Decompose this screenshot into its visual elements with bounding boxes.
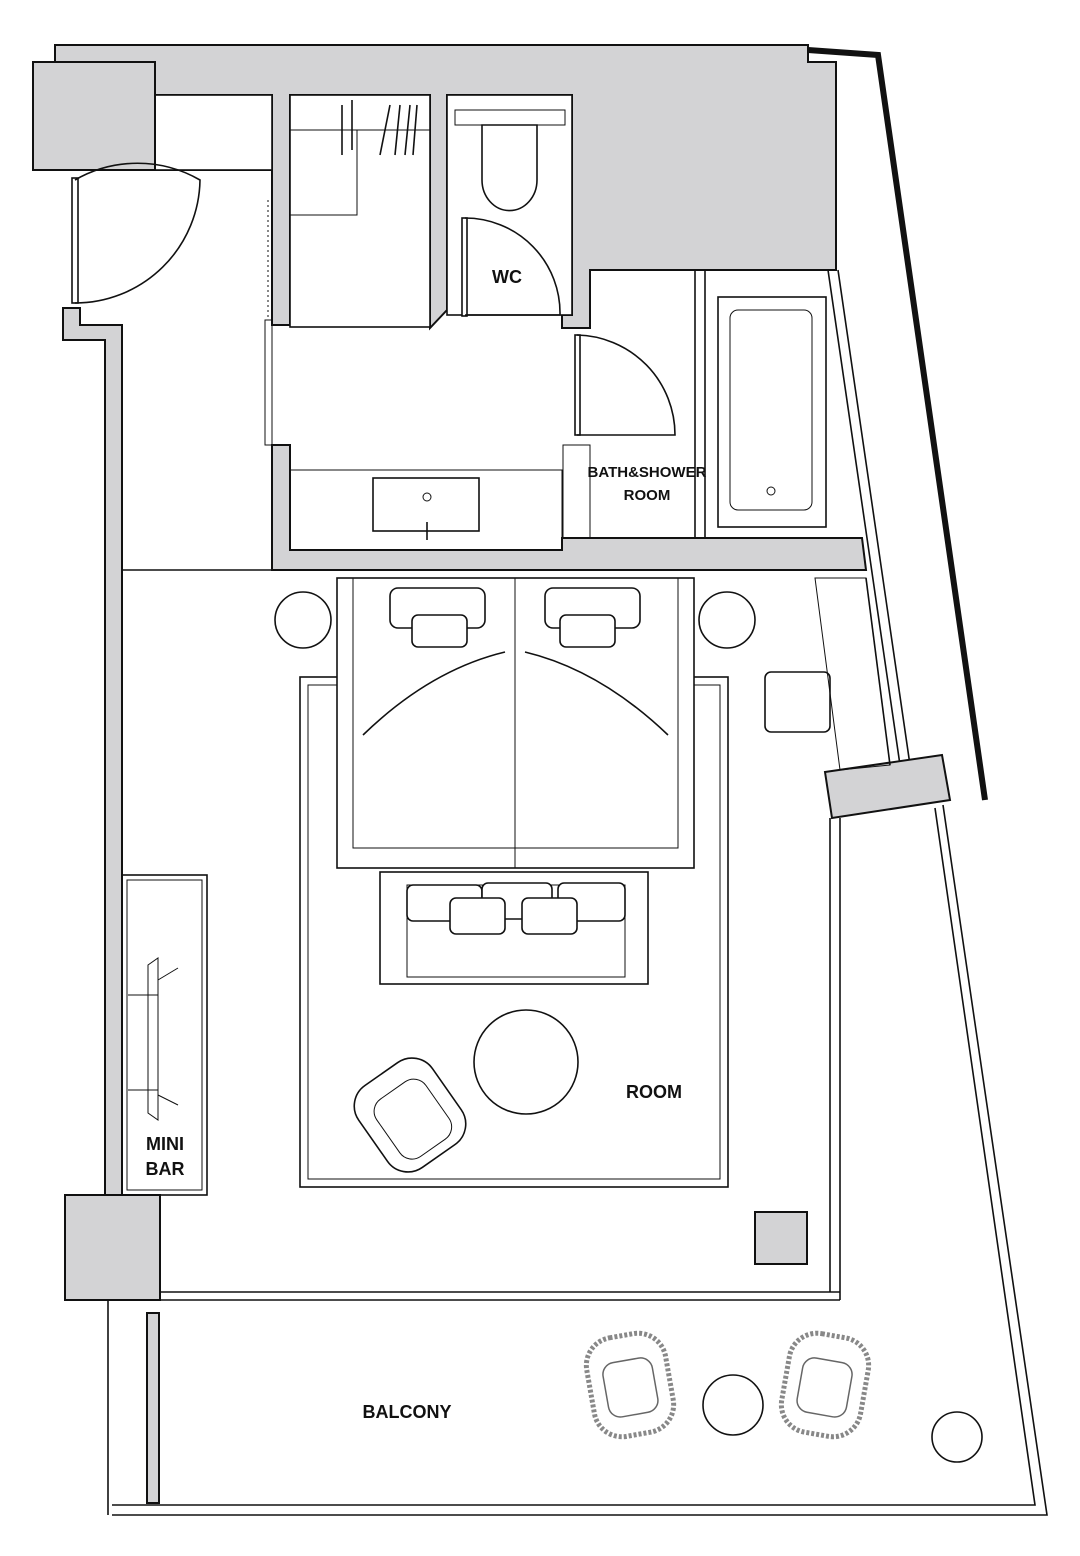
desk <box>814 577 891 771</box>
column-right <box>823 753 952 820</box>
vanity-counter <box>289 469 563 551</box>
balcony-rail-inner <box>112 807 1036 1506</box>
sink <box>372 477 480 532</box>
balcony-chair-right <box>778 1330 872 1440</box>
desk-chair <box>764 671 831 733</box>
window-line-1 <box>827 269 901 766</box>
bathroom-bottom-wall <box>271 444 868 571</box>
bathroom-slider <box>264 319 273 446</box>
window-line-2 <box>837 269 911 766</box>
sofa-cushions <box>406 882 626 935</box>
toilet-bowl <box>481 124 538 212</box>
room-column <box>754 1211 808 1265</box>
sink-drain <box>422 492 432 502</box>
minibar-label-1: MINI <box>146 1134 184 1154</box>
balcony-rail-outer <box>112 804 1048 1516</box>
entry-closet <box>154 94 273 171</box>
balcony-chair-left <box>583 1330 677 1440</box>
wc-door-leaf <box>461 217 468 317</box>
bath-door-jamb <box>562 444 591 539</box>
hangers <box>341 100 418 156</box>
balcony-planter-round <box>931 1411 983 1463</box>
bath-door-swing <box>576 334 676 436</box>
wc-door-swing <box>464 217 561 316</box>
coffee-table <box>473 1009 579 1115</box>
column-bottom-left <box>64 1194 161 1301</box>
duvet-fold <box>362 651 669 736</box>
armchair <box>353 1057 467 1173</box>
bath-label-1: BATH&SHOWER <box>588 464 707 481</box>
wc-room <box>446 94 573 316</box>
wardrobe-shelf <box>289 129 358 216</box>
bathtub <box>717 296 827 528</box>
minibar-inner <box>126 879 203 1191</box>
balcony-table <box>702 1374 764 1436</box>
entry-door-swing <box>74 162 201 304</box>
bathtub-inner <box>729 309 813 511</box>
bed-pillows <box>389 587 641 648</box>
left-wall <box>62 307 123 1196</box>
room-label: ROOM <box>626 1082 682 1102</box>
balcony-label: BALCONY <box>363 1402 452 1422</box>
nightstand-left <box>274 591 332 649</box>
bath-label-2: ROOM <box>624 487 671 504</box>
balcony-planter <box>146 1312 160 1504</box>
coat-rack <box>147 957 159 1121</box>
entry-door-leaf <box>71 177 79 304</box>
coat-hooks <box>128 967 179 1106</box>
minibar-label-2: BAR <box>146 1159 185 1179</box>
nightstand-right <box>698 591 756 649</box>
tub-drain <box>766 486 776 496</box>
minibar-cabinet <box>121 874 208 1196</box>
wc-label: WC <box>492 267 522 287</box>
exterior-wall-right <box>807 47 988 801</box>
entry-wall-block <box>32 61 156 171</box>
bath-door-leaf <box>574 334 581 436</box>
